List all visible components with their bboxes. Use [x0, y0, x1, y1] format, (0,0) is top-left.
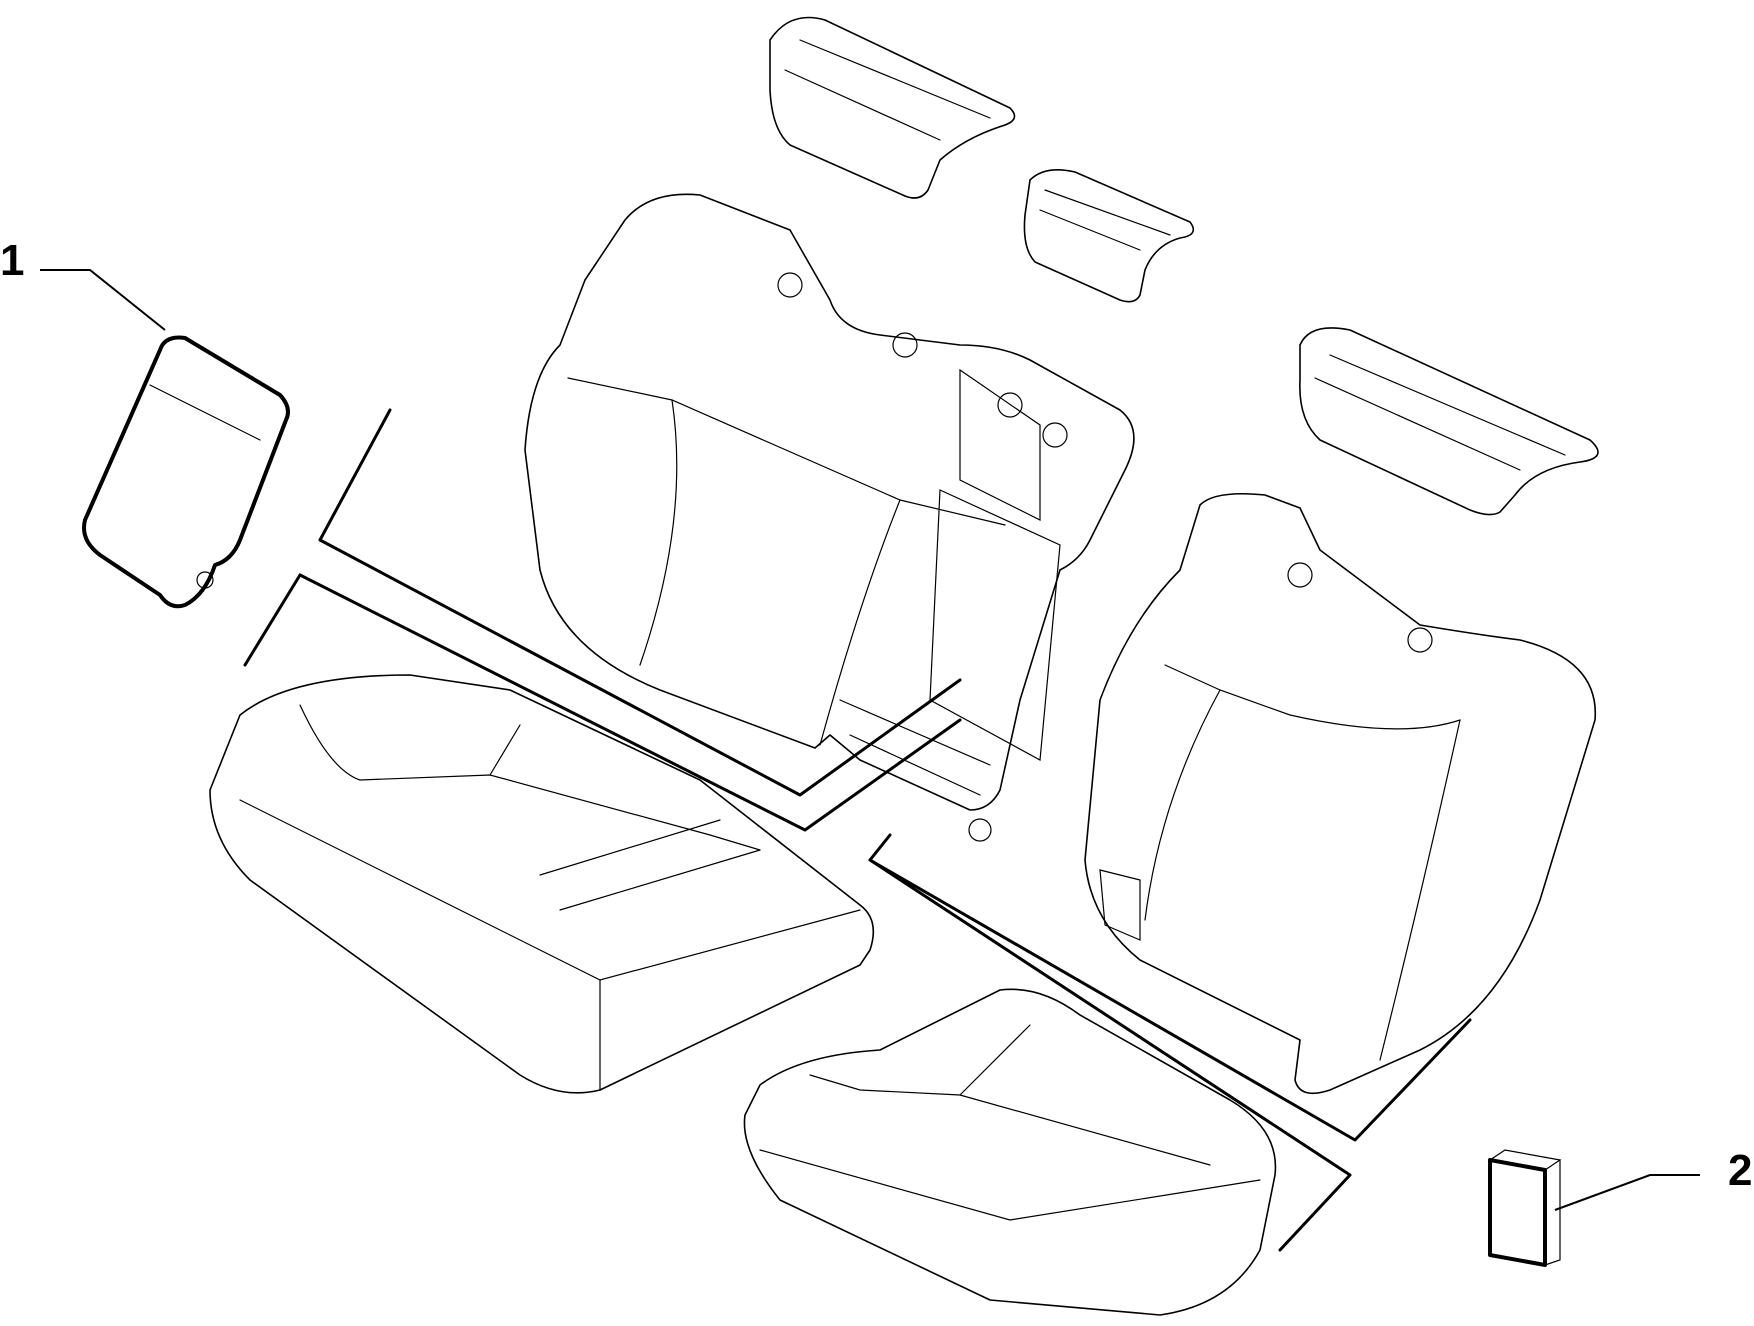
- callout-2: 2: [1728, 1146, 1752, 1195]
- leader-line-1: [40, 269, 166, 331]
- headrest-right[interactable]: [1299, 327, 1599, 516]
- backrest-right[interactable]: [1084, 492, 1597, 1095]
- part-2-pad[interactable]: [1488, 1149, 1562, 1267]
- seat-cushion-left[interactable]: [209, 674, 875, 1094]
- part-1-backrest-cover[interactable]: [82, 335, 290, 609]
- leader-line-2: [1554, 1174, 1700, 1211]
- headrest-center-rear[interactable]: [769, 16, 1016, 199]
- backrest-left[interactable]: [524, 193, 1135, 842]
- callout-1: 1: [0, 236, 24, 285]
- guide-lines: [243, 408, 1472, 1252]
- headrest-center-small[interactable]: [1023, 169, 1195, 303]
- seat-cushion-right[interactable]: [743, 988, 1277, 1316]
